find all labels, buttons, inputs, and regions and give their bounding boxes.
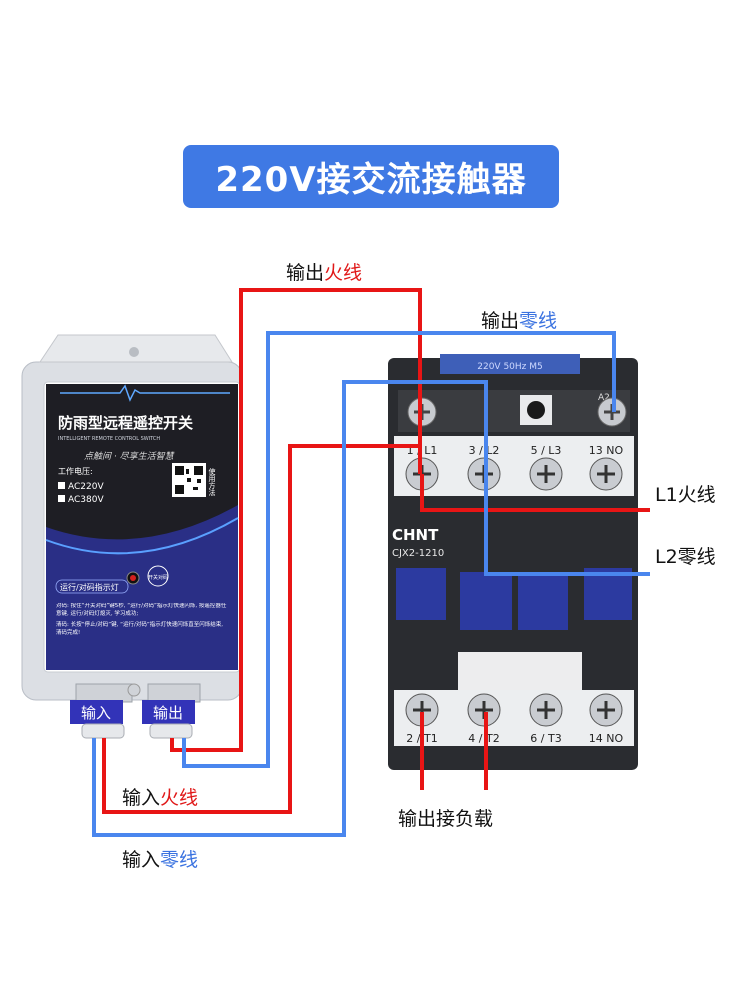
switch-title-en: INTELLIGENT REMOTE CONTROL SWITCH <box>58 436 160 442</box>
screw-bottom-4 <box>589 693 623 727</box>
terminal-top-4: 13 NO <box>589 444 624 457</box>
label-l2-neutral: L2零线 <box>655 546 716 568</box>
screw-bottom-3 <box>529 693 563 727</box>
ac-contactor: 220V 50Hz M5 A2 1 / L1 3 / L2 5 / L3 13 … <box>388 354 638 770</box>
wire-input-neutral <box>92 380 488 837</box>
qr-caption: 使用方法 <box>208 467 216 497</box>
label-input-neutral-prefix: 输入 <box>122 849 161 871</box>
indicator-label: 运行/对码指示灯 <box>60 582 119 592</box>
voltage-checkbox-2 <box>58 495 65 502</box>
qr-code <box>172 463 206 497</box>
voltage-label: 工作电压: <box>58 466 93 476</box>
title-banner: 220V接交流接触器 <box>183 145 559 208</box>
coil-a2: A2 <box>598 393 610 403</box>
switch-title-cn: 防雨型远程遥控开关 <box>58 414 193 432</box>
wire-l2-neutral <box>484 474 650 576</box>
remote-switch-box: 防雨型远程遥控开关 INTELLIGENT REMOTE CONTROL SWI… <box>21 334 243 739</box>
contactor-brand: CHNT <box>392 526 439 544</box>
label-input-neutral: 输入零线 <box>122 845 198 872</box>
port-output-label: 输出 <box>153 704 183 722</box>
port-input-tag <box>70 700 123 724</box>
label-output-live-prefix: 输出 <box>286 262 325 284</box>
label-output-live-suffix: 火线 <box>324 262 363 284</box>
contactor-model: CJX2-1210 <box>392 548 444 559</box>
instruction-clearing: 清码: 长按“停止/对码”键, “运行/对码”指示灯快速闪烁直至闪烁结束, 清码… <box>56 621 223 636</box>
terminal-bottom-4: 14 NO <box>589 732 624 745</box>
wire-output-neutral <box>182 331 616 768</box>
voltage-option-2: AC380V <box>68 495 104 505</box>
wire-l1-live <box>420 474 650 512</box>
label-input-neutral-suffix: 零线 <box>160 849 199 871</box>
wire-output-live <box>170 288 422 752</box>
label-output-live: 输出火线 <box>286 258 362 285</box>
label-input-live-suffix: 火线 <box>160 787 199 809</box>
label-output-neutral-suffix: 零线 <box>519 310 558 332</box>
label-input-live-prefix: 输入 <box>122 787 161 809</box>
voltage-option-1: AC220V <box>68 482 104 492</box>
label-output-neutral: 输出零线 <box>481 306 557 333</box>
screw-top-3 <box>529 457 563 491</box>
contactor-rating: 220V 50Hz M5 <box>477 362 543 372</box>
voltage-checkbox-1 <box>58 482 65 489</box>
label-load-output: 输出接负载 <box>398 808 494 830</box>
terminal-bottom-3: 6 / T3 <box>530 732 561 745</box>
label-output-neutral-prefix: 输出 <box>481 310 520 332</box>
pair-button[interactable] <box>147 565 169 587</box>
terminal-top-3: 5 / L3 <box>531 444 562 457</box>
screw-top-4 <box>589 457 623 491</box>
label-input-live: 输入火线 <box>122 783 198 810</box>
port-output-tag <box>142 700 195 724</box>
instruction-pairing: 对码: 按住“开关对码”键5秒, “运行/对码”指示灯快速闪烁, 按遥控器任意键… <box>56 603 227 617</box>
wire-input-live <box>102 444 420 814</box>
switch-slogan: 点触间 · 尽享生活智慧 <box>84 451 175 462</box>
pair-button-label: 开关对码 <box>148 574 168 581</box>
label-l1-live: L1火线 <box>655 484 716 506</box>
port-input-label: 输入 <box>81 704 111 722</box>
